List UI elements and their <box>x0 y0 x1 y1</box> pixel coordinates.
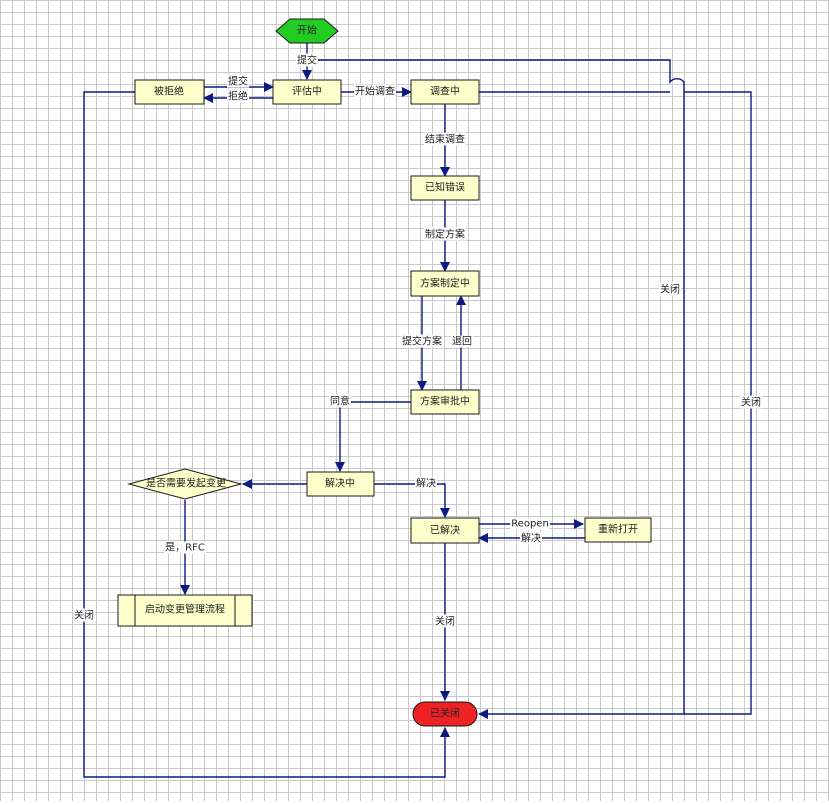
edge-label-background <box>73 608 95 622</box>
edge-label-background <box>329 394 351 408</box>
label-make-plan: 制定方案 <box>425 228 465 241</box>
label-close-rejected: 关闭 <box>74 609 94 622</box>
label-end-investigation: 结束调查 <box>425 133 465 146</box>
node-rejected-shape <box>134 79 205 105</box>
node-evaluating: 评估中 <box>292 85 322 98</box>
edge-label-background <box>354 84 396 98</box>
node-resolved: 已解决 <box>430 524 460 537</box>
label-submit-plan: 提交方案 <box>402 335 442 348</box>
label-close-top: 关闭 <box>660 283 680 296</box>
node-resolved-shape <box>410 517 480 544</box>
node-closed: 已关闭 <box>430 707 460 720</box>
edge-label-background <box>451 335 473 348</box>
edge-label-background <box>296 53 318 67</box>
edge-close-rejected <box>83 91 450 778</box>
edge-close-right <box>479 91 752 715</box>
node-closed-shape <box>412 701 478 727</box>
node-rejected: 被拒绝 <box>154 85 184 98</box>
node-solution-approval: 方案审批中 <box>420 395 470 408</box>
node-known-error-shape <box>410 175 480 201</box>
label-submit-top: 提交 <box>297 54 317 67</box>
edge-label-background <box>659 282 681 296</box>
label-yes-rfc: 是，RFC <box>165 542 205 554</box>
edge-label-background <box>424 227 466 241</box>
node-resolving: 解决中 <box>325 477 355 490</box>
node-reopened-shape <box>584 517 652 543</box>
node-start: 开始 <box>297 24 317 37</box>
edge-label-background <box>227 89 249 103</box>
edge-solve <box>374 483 450 518</box>
node-solution-planning-shape <box>410 270 480 297</box>
label-reopen: Reopen <box>511 519 549 530</box>
edge-agree <box>335 401 411 472</box>
node-investigating-shape <box>410 79 480 105</box>
node-evaluating-shape <box>272 79 342 105</box>
label-reject: 拒绝 <box>228 90 248 103</box>
label-solve-back: 解决 <box>521 532 541 545</box>
label-close-resolved: 关闭 <box>435 615 455 628</box>
node-solution-planning: 方案制定中 <box>420 277 470 290</box>
label-return: 退回 <box>452 336 472 348</box>
node-decision: 是否需要发起变更 <box>146 477 226 490</box>
edge-label-background <box>164 541 206 554</box>
edge-close-top <box>307 59 685 719</box>
node-change-process-shape <box>117 594 253 627</box>
edge-label-background <box>415 476 437 490</box>
label-start-investigation: 开始调查 <box>355 85 395 98</box>
node-solution-approval-shape <box>410 389 480 415</box>
label-agree: 同意 <box>330 395 350 408</box>
node-investigating: 调查中 <box>430 85 460 98</box>
node-resolving-shape <box>306 471 375 497</box>
edge-label-background <box>510 518 550 530</box>
node-known-error: 已知错误 <box>425 181 465 194</box>
edge-label-background <box>401 334 443 348</box>
label-solve: 解决 <box>416 477 436 490</box>
edge-label-background <box>424 132 466 146</box>
edge-label-background <box>227 74 249 88</box>
edge-label-background <box>520 531 542 545</box>
edge-label-background <box>740 395 762 409</box>
node-start-shape <box>275 18 339 44</box>
node-reopened: 重新打开 <box>598 523 638 536</box>
edge-labels: 提交 提交 拒绝 开始调查 结束调查 制定方案 提交方案 退回 同意 解决 Re… <box>73 53 762 628</box>
node-decision-shape <box>127 468 243 500</box>
label-submit: 提交 <box>228 75 248 88</box>
label-close-right: 关闭 <box>741 396 761 409</box>
nodes: 开始 被拒绝 评估中 调查中 已知错误 方案制定中 方案审批中 解决中 是否需要… <box>117 18 652 727</box>
node-change-process: 启动变更管理流程 <box>145 603 225 616</box>
edge-label-background <box>434 614 456 628</box>
